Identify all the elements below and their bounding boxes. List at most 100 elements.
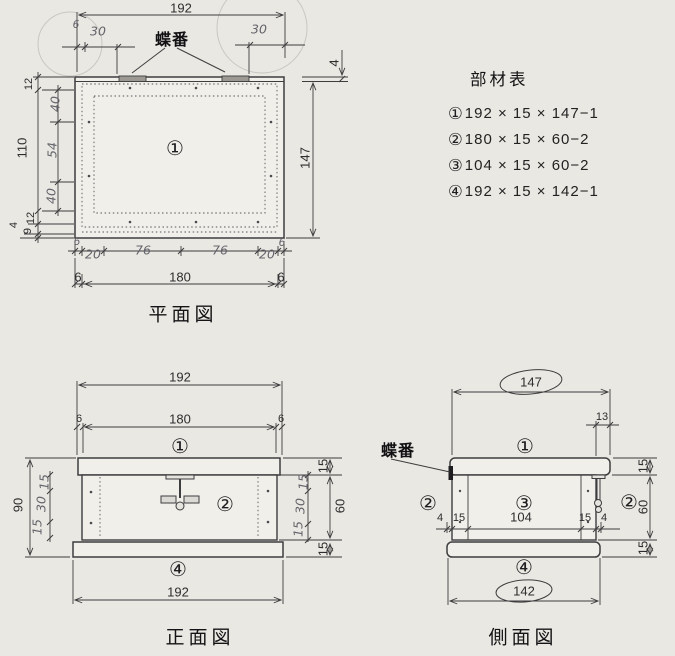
side-front-wall-part-number: ② (419, 491, 437, 515)
plan-dim-76-left: 76 (135, 242, 151, 258)
plan-dim-6-bl: 6 (73, 236, 81, 248)
parts-table-row: ④ 192 × 15 × 142−1 (448, 182, 599, 201)
side-dim-13: 13 (595, 411, 609, 423)
plan-screw-marks (87, 86, 273, 224)
front-dim-60: 60 (332, 498, 348, 514)
part-spec-3: 104 × 15 × 60−2 (464, 157, 590, 174)
pencil-arc-left (37, 11, 103, 77)
plan-view-caption: 平面図 (148, 303, 218, 326)
plan-dim-12-top: 12 (23, 77, 35, 91)
side-dim-60: 60 (635, 499, 651, 515)
front-dim-180: 180 (169, 411, 191, 427)
side-dim-147: 147 (520, 374, 542, 390)
parts-table-row: ① 192 × 15 × 147−1 (448, 104, 599, 123)
plan-dim-147: 147 (297, 147, 313, 169)
side-view-caption: 側面図 (488, 626, 558, 649)
side-lid-part-number: ① (516, 434, 534, 458)
front-dim-192-bottom: 192 (167, 584, 189, 600)
front-view-caption: 正面図 (165, 626, 235, 649)
plan-hidden-wall-outer (81, 83, 278, 228)
plan-dim-40-upper: 40 (47, 96, 63, 112)
side-dimension-ticks (443, 421, 614, 533)
front-right-chain-15a: 15 (295, 474, 311, 490)
plan-dim-54: 54 (44, 142, 60, 158)
parts-table-row: ② 180 × 15 × 60−2 (448, 130, 599, 149)
front-body-part-number: ② (216, 492, 234, 516)
front-screw-marks (89, 489, 270, 525)
plan-dim-30-left: 30 (90, 23, 106, 39)
plan-hidden-wall-inner (93, 95, 266, 214)
side-hinge-leader-line (390, 458, 451, 473)
side-hinge-mark (448, 466, 453, 480)
part-spec-4: 192 × 15 × 142−1 (464, 183, 599, 200)
plan-dimension-lines (79, 15, 342, 284)
front-lid (77, 457, 281, 476)
side-dim-142: 142 (513, 583, 535, 599)
plan-dim-4-right: 4 (326, 59, 342, 67)
side-base-part-number: ④ (515, 555, 533, 579)
plan-lid-outline (74, 76, 285, 239)
plan-dim-6-right2: 6 (277, 269, 285, 285)
plan-dim-6-br: 6 (278, 237, 286, 249)
front-left-chain-30: 30 (33, 496, 49, 512)
side-side-wall-part-number: ③ (515, 491, 533, 515)
part-number-2: ② (448, 130, 463, 149)
side-dim-15-top: 15 (635, 458, 651, 474)
part-spec-1: 192 × 15 × 147−1 (464, 105, 599, 122)
plan-hinge-left (118, 75, 147, 82)
side-back-wall-part-number: ② (620, 490, 638, 514)
front-latch (160, 474, 200, 511)
side-latch-ball-lower (595, 506, 602, 513)
plan-view-drawing (20, 0, 348, 288)
front-left-chain-15a: 15 (36, 474, 52, 490)
latch-wing-left (160, 495, 177, 504)
plan-dim-180: 180 (169, 269, 191, 285)
parts-table: 部材表 ① 192 × 15 × 147−1 ② 180 × 15 × 60−2… (448, 66, 599, 208)
plan-dim-110: 110 (14, 137, 30, 159)
plan-dimension-ticks (34, 41, 346, 288)
plan-dim-4-bottom: 4 (8, 221, 20, 229)
side-view-drawing (390, 369, 657, 605)
plan-dim-30-right: 30 (251, 21, 267, 37)
front-extension-lines (25, 381, 342, 604)
latch-knob (175, 501, 185, 511)
front-base (72, 541, 284, 558)
part-number-4: ④ (448, 182, 463, 201)
plan-hinge-right (221, 75, 250, 82)
part-number-1: ① (448, 104, 463, 123)
plan-dim-20-left: 20 (85, 246, 101, 262)
plan-dim-40-lower: 40 (43, 188, 59, 204)
side-latch-ball-upper (594, 499, 602, 507)
plan-dim-9: 9 (22, 227, 34, 235)
side-latch-rod (596, 478, 601, 501)
front-view-drawing (25, 381, 342, 604)
plan-dim-76-right: 76 (212, 242, 228, 258)
part-number-3: ③ (448, 156, 463, 175)
front-dimension-ticks (46, 423, 312, 544)
side-dim-15-bottom: 15 (635, 540, 651, 556)
side-dimension-lines (450, 392, 650, 601)
latch-wing-right (183, 495, 200, 504)
front-dim-90: 90 (10, 497, 26, 513)
side-dim-4-left: 4 (436, 512, 444, 524)
side-screw-marks (458, 489, 590, 524)
parts-table-row: ③ 104 × 15 × 60−2 (448, 156, 599, 175)
front-dim-6-right: 6 (277, 413, 285, 425)
part-spec-2: 180 × 15 × 60−2 (464, 131, 590, 148)
front-base-part-number: ④ (169, 557, 187, 581)
front-dim-6-left: 6 (75, 413, 83, 425)
side-hinge-label: 蝶番 (380, 441, 416, 460)
side-dim-15-right: 15 (578, 512, 592, 524)
plan-dim-6-top: 6 (72, 19, 80, 31)
latch-plate (165, 474, 195, 480)
side-latch-plate (591, 474, 606, 479)
side-dim-15-left: 15 (452, 512, 466, 524)
plan-dim-20-right: 20 (259, 246, 275, 262)
pencil-arc-right (216, 0, 308, 74)
plan-hinge-label: 蝶番 (154, 30, 190, 49)
plan-dim-6-left2: 6 (74, 269, 82, 285)
plan-part-number: ① (166, 136, 184, 160)
plan-dim-12-bottom: 12 (25, 211, 37, 225)
